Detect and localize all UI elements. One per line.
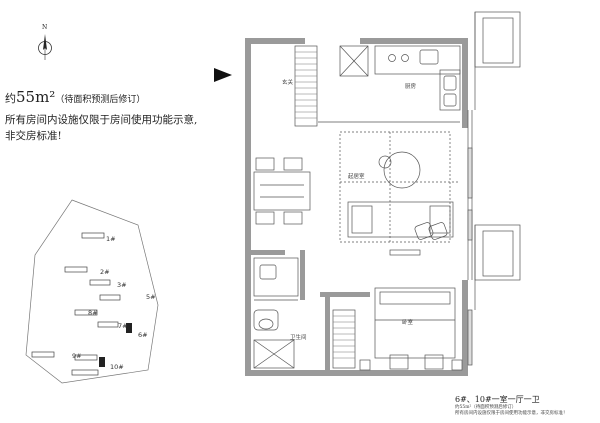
walls <box>245 38 468 376</box>
caption-area: 约55m²（待面积预测后修订） <box>455 405 517 410</box>
toilet <box>253 309 279 331</box>
disclaimer-line-2: 非交房标准! <box>5 130 62 142</box>
shower <box>253 339 295 369</box>
building-5 <box>99 294 121 301</box>
room-label-kitchen: 厨房 <box>405 84 417 90</box>
building-8 <box>74 309 98 316</box>
area-prefix: 约 <box>5 92 16 105</box>
site-label-8: 8# <box>88 309 98 317</box>
kitchen-sink <box>439 69 461 111</box>
building-6 <box>126 323 132 333</box>
building-9a <box>31 351 55 358</box>
kitchen-counter <box>374 45 461 75</box>
area-text: 约55m²（待面积预测后修订） <box>5 88 145 106</box>
caption-disclaimer: 所有房间内设施仅限于房间使用功能示意，非交房标准！ <box>455 411 568 416</box>
room-label-storage: 玄关 <box>282 80 294 86</box>
wardrobe <box>332 309 356 369</box>
caption-title: 6#、10#一室一厅一卫 <box>455 395 540 404</box>
coffee-table <box>383 151 421 189</box>
site-label-2: 2# <box>100 268 110 276</box>
building-extra <box>71 369 99 376</box>
room-label-bedroom: 卧室 <box>402 320 414 326</box>
building-7 <box>97 321 119 328</box>
storage-cabinet <box>294 45 318 127</box>
dining-table <box>253 171 311 211</box>
building-2 <box>64 266 88 273</box>
fridge <box>339 45 369 77</box>
site-boundary <box>25 199 159 384</box>
building-9b <box>74 354 98 361</box>
area-value: 55m² <box>16 88 56 106</box>
site-label-6: 6# <box>138 331 148 339</box>
disclaimer-line-1: 所有房间内设施仅限于房间使用功能示意, <box>5 114 198 126</box>
north-arrow-icon <box>38 34 52 60</box>
entrance-arrow-icon <box>214 68 232 82</box>
site-label-10: 10# <box>110 363 124 371</box>
area-note: （待面积预测后修订） <box>55 95 146 105</box>
building-1 <box>81 232 105 239</box>
basin-cabinet <box>253 257 299 297</box>
site-label-9: 9# <box>72 352 82 360</box>
site-label-7: 7# <box>118 322 128 330</box>
sofa <box>347 201 454 238</box>
room-label-living: 起居室 <box>348 174 365 180</box>
bed <box>374 287 456 359</box>
site-plan <box>25 199 159 384</box>
site-label-3: 3# <box>117 281 127 289</box>
site-label-5: 5# <box>146 293 156 301</box>
tv-console <box>389 249 421 256</box>
building-3 <box>89 279 111 286</box>
building-10 <box>99 357 105 367</box>
room-label-bathroom: 卫生间 <box>290 335 307 341</box>
floor-plan <box>245 11 521 376</box>
north-label: N <box>42 24 48 31</box>
living-zone <box>339 131 451 243</box>
site-label-1: 1# <box>106 235 116 243</box>
